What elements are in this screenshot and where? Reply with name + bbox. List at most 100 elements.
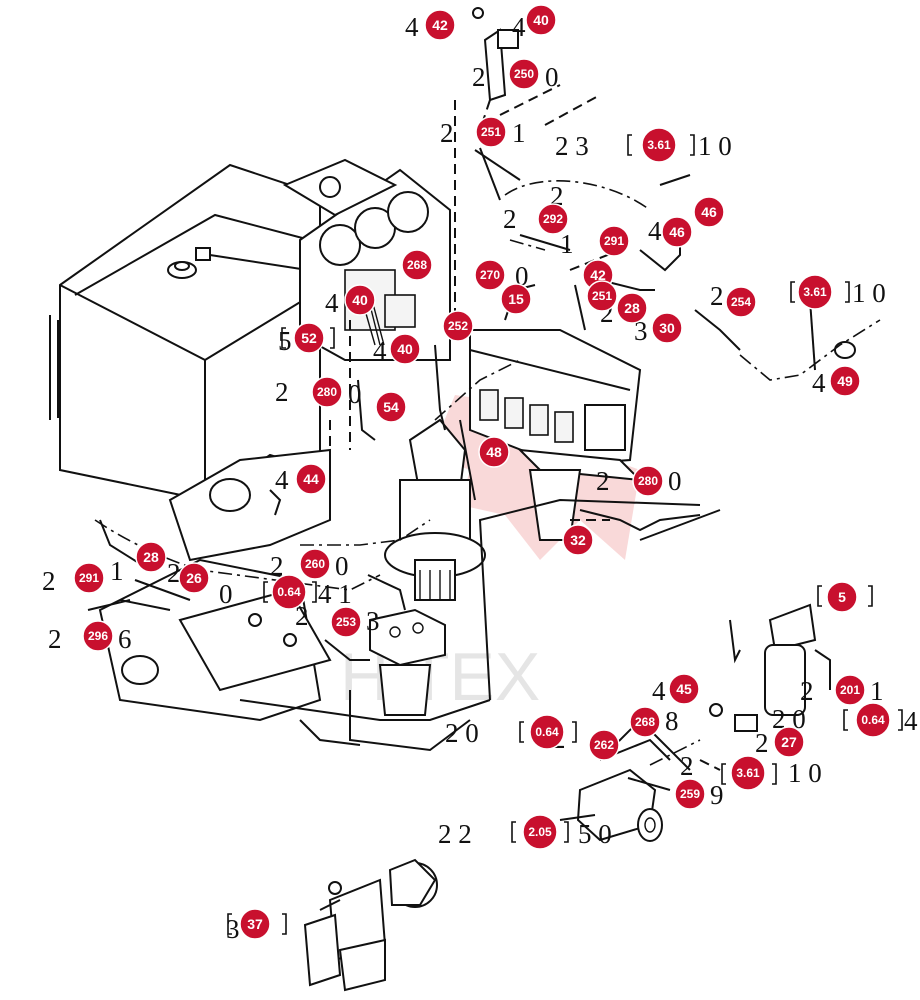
part-number-fragment: 4 1 — [318, 579, 352, 609]
callout-badge-circle — [330, 606, 362, 638]
callout-badge: 0.64 — [855, 702, 891, 738]
part-number-fragment: 8 — [665, 706, 679, 736]
callout-badge-circle — [562, 524, 594, 556]
solenoid-valve — [303, 858, 438, 992]
part-number-fragment: 1 0 — [788, 758, 822, 788]
callout-badge-label: 252 — [448, 319, 468, 333]
hose-lines — [87, 84, 881, 911]
part-number-fragment: 4 — [648, 216, 662, 246]
part-number-fragment: 5 0 — [578, 819, 612, 849]
callout-badge-label: 3.61 — [803, 285, 827, 299]
callout-badge-label: 44 — [303, 471, 319, 487]
part-number-fragment: 2 — [680, 751, 694, 781]
callout-badge-label: 40 — [352, 292, 368, 308]
callout-badge-label: 254 — [731, 295, 751, 309]
callout-badge: 251 — [475, 116, 507, 148]
part-number-fragment: 0 — [335, 551, 349, 581]
part-number-fragment: 4 — [812, 368, 826, 398]
callout-badge-circle — [661, 216, 693, 248]
callout-badge-label: 296 — [88, 629, 108, 643]
callout-badge: 49 — [829, 365, 861, 397]
callout-badge-label: 30 — [659, 320, 675, 336]
callout-badge-label: 291 — [79, 571, 99, 585]
callout-badge-circle — [442, 310, 474, 342]
callout-badge: 48 — [478, 436, 510, 468]
callout-badge-label: 45 — [676, 681, 692, 697]
callout-badge-circle — [135, 541, 167, 573]
callout-badge: 280 — [632, 465, 664, 497]
callout-badge-label: 46 — [701, 204, 717, 220]
callout-badge: 201 — [834, 674, 866, 706]
part-number-fragment: 2 3 — [555, 131, 589, 161]
part-number-fragment: 2 — [472, 62, 486, 92]
callout-badge-circle — [693, 196, 725, 228]
callout-badge-circle — [834, 674, 866, 706]
part-number-fragment: 0 — [545, 62, 559, 92]
callout-badge-label: 26 — [186, 570, 202, 586]
part-number-fragment: 0 — [219, 579, 233, 609]
callout-badge-circle — [641, 127, 677, 163]
callout-badge-label: 292 — [543, 212, 563, 226]
part-number-fragment: 2 — [42, 566, 56, 596]
part-number-fragment: 4 — [405, 12, 419, 42]
callout-badge: 3.61 — [730, 755, 766, 791]
callout-badge: 40 — [389, 333, 421, 365]
part-number-fragment: 1 — [512, 118, 526, 148]
part-number-fragment: 1 0 — [698, 131, 732, 161]
callout-badge: 32 — [562, 524, 594, 556]
part-number-fragment: 2 — [167, 558, 181, 588]
callout-badge: 2.05 — [522, 814, 558, 850]
callout-badge: 28 — [616, 292, 648, 324]
callout-badge-label: 15 — [508, 291, 524, 307]
callout-badge-circle — [829, 365, 861, 397]
callout-badge-label: 251 — [592, 289, 612, 303]
callout-badge: 5 — [826, 581, 858, 613]
part-number-fragment: 4 — [652, 676, 666, 706]
upper-frame — [98, 448, 701, 752]
callout-badge-circle — [725, 286, 757, 318]
callout-badge-label: 32 — [570, 532, 586, 548]
callout-badge-label: 280 — [638, 474, 658, 488]
callout-badge-circle — [797, 274, 833, 310]
part-number-fragment: 2 — [755, 728, 769, 758]
callout-badge-label: 270 — [480, 268, 500, 282]
part-number-fragment: 2 — [440, 118, 454, 148]
part-number-fragment: 2 — [800, 676, 814, 706]
callout-badge-label: 262 — [594, 738, 614, 752]
callout-badge: 26 — [178, 562, 210, 594]
callout-badge-label: 253 — [336, 615, 356, 629]
callout-badge-circle — [178, 562, 210, 594]
callout-badge-circle — [773, 726, 805, 758]
callout-badge-label: 3.61 — [736, 766, 760, 780]
callout-badge-label: 40 — [533, 12, 549, 28]
callout-badge: 292 — [537, 203, 569, 235]
callout-badge-label: 42 — [432, 17, 448, 33]
callout-badge: 291 — [73, 562, 105, 594]
part-number-fragment: 3 — [226, 914, 240, 944]
callout-badge-label: 3.61 — [647, 138, 671, 152]
swing-motor — [384, 418, 486, 601]
part-number-fragment: 1 0 — [852, 278, 886, 308]
callout-badge-label: 280 — [317, 385, 337, 399]
callout-badge-circle — [537, 203, 569, 235]
part-number-fragment: 4 — [325, 288, 339, 318]
callout-badge-circle — [668, 673, 700, 705]
part-number-fragment: 0 — [668, 466, 682, 496]
callout-badge: 0.64 — [271, 574, 307, 610]
callout-badge-label: 28 — [143, 549, 159, 565]
callout-badge-circle — [730, 755, 766, 791]
callout-badge-circle — [299, 548, 331, 580]
callout-badge: 46 — [661, 216, 693, 248]
callout-badge-label: 42 — [590, 267, 606, 283]
callout-badge-circle — [239, 908, 271, 940]
part-number-fragment: 2 — [596, 466, 610, 496]
callout-badge-circle — [375, 391, 407, 423]
reference-brackets — [227, 134, 903, 935]
callout-badge: 52 — [293, 322, 325, 354]
callout-badge-label: 27 — [781, 734, 797, 750]
callout-badge-label: 259 — [680, 787, 700, 801]
control-box — [282, 158, 451, 361]
part-number-fragment: 2 — [503, 204, 517, 234]
callout-badge-circle — [389, 333, 421, 365]
callout-badge-circle — [632, 465, 664, 497]
